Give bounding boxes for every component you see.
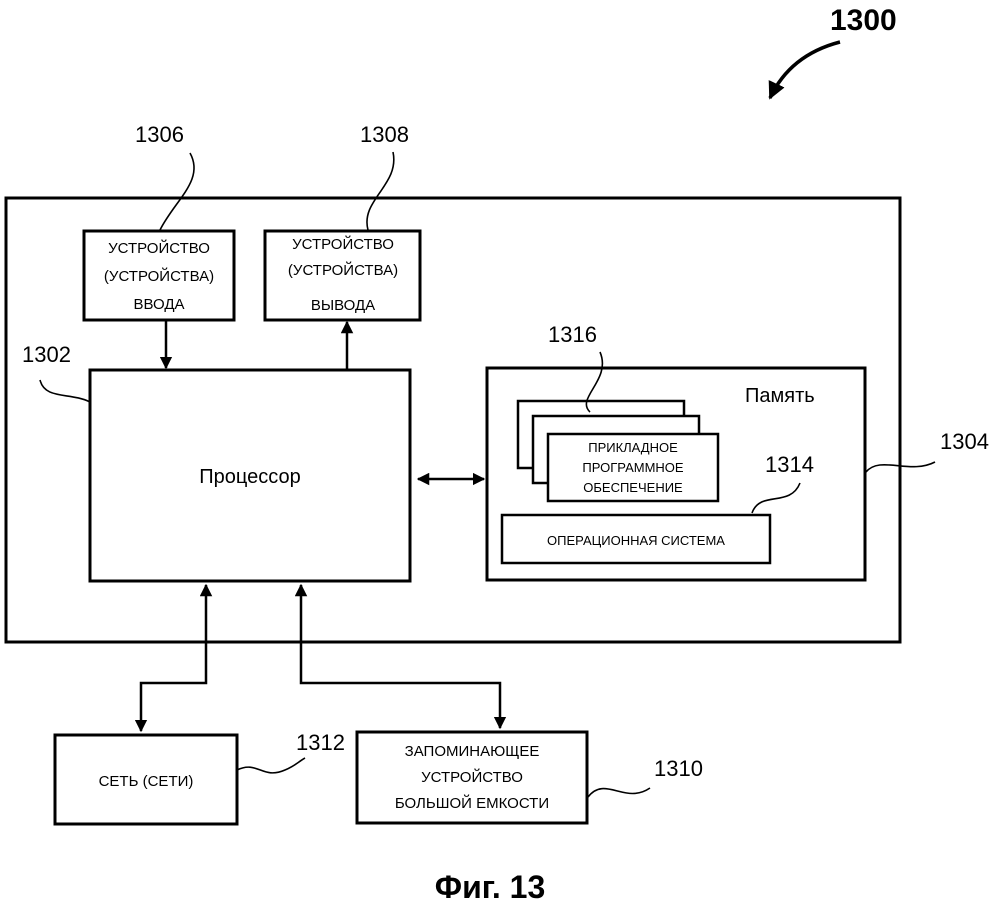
apps-label-line3: ОБЕСПЕЧЕНИЕ xyxy=(583,480,683,495)
input-label-line3: ВВОДА xyxy=(133,296,184,313)
figure-pointer-arrow xyxy=(770,42,840,98)
apps-label-line2: ПРОГРАММНОЕ xyxy=(582,460,684,475)
storage-ref-number: 1310 xyxy=(654,756,703,781)
output-label-line3: ВЫВОДА xyxy=(311,297,375,314)
output-ref-number: 1308 xyxy=(360,122,409,147)
storage-label-line3: БОЛЬШОЙ ЕМКОСТИ xyxy=(395,794,549,812)
storage-label-line2: УСТРОЙСТВО xyxy=(421,768,523,786)
network-ref-number: 1312 xyxy=(296,730,345,755)
storage-label-line1: ЗАПОМИНАЮЩЕЕ xyxy=(405,743,540,760)
storage-ref-leader xyxy=(588,788,650,797)
input-label-line1: УСТРОЙСТВО xyxy=(108,239,210,257)
processor-ref-number: 1302 xyxy=(22,342,71,367)
memory-ref-number: 1304 xyxy=(940,429,989,454)
output-label-line2: (УСТРОЙСТВА) xyxy=(288,261,398,279)
apps-ref-number: 1316 xyxy=(548,322,597,347)
processor-label: Процессор xyxy=(199,466,300,488)
os-ref-number: 1314 xyxy=(765,452,814,477)
input-label-line2: (УСТРОЙСТВА) xyxy=(104,267,214,285)
os-label: ОПЕРАЦИОННАЯ СИСТЕМА xyxy=(547,533,725,548)
input-ref-number: 1306 xyxy=(135,122,184,147)
output-label-line1: УСТРОЙСТВО xyxy=(292,235,394,253)
memory-label: Память xyxy=(745,385,815,407)
network-label: СЕТЬ (СЕТИ) xyxy=(99,773,194,790)
figure-caption: Фиг. 13 xyxy=(435,869,545,905)
apps-label-line1: ПРИКЛАДНОЕ xyxy=(588,440,678,455)
network-ref-leader xyxy=(237,758,305,773)
figure-number: 1300 xyxy=(830,4,897,37)
